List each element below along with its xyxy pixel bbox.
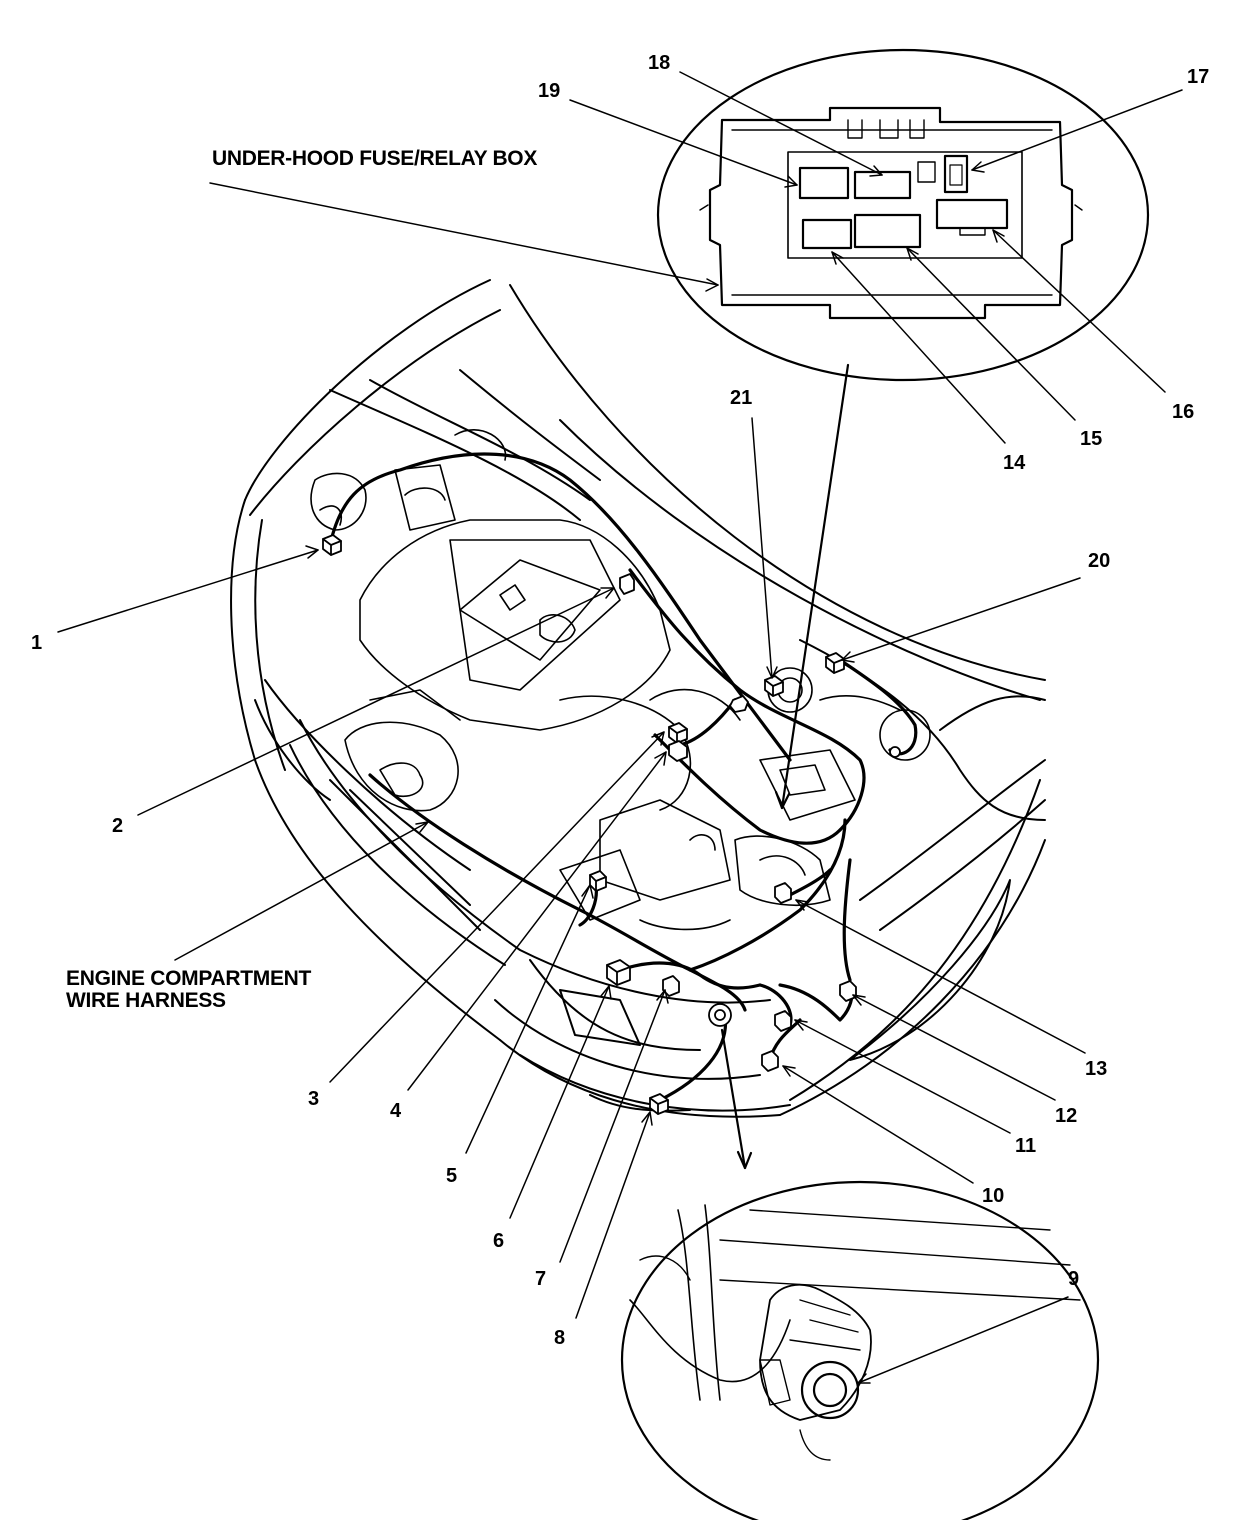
callout-13: 13 xyxy=(1085,1058,1108,1080)
callout-11: 11 xyxy=(1015,1135,1037,1157)
callout-3: 3 xyxy=(308,1088,320,1110)
callout-20: 20 xyxy=(1088,550,1111,572)
callout-14: 14 xyxy=(1003,452,1026,474)
callout-9: 9 xyxy=(1068,1268,1080,1290)
fuse-box-inset xyxy=(658,50,1148,380)
callout-18: 18 xyxy=(648,52,671,74)
wire-harness xyxy=(330,454,916,1100)
fuse-box-label: UNDER-HOOD FUSE/RELAY BOX xyxy=(212,147,538,170)
callout-6: 6 xyxy=(493,1230,505,1252)
callout-7: 7 xyxy=(535,1268,547,1290)
callout-17: 17 xyxy=(1187,66,1210,88)
callout-16: 16 xyxy=(1172,401,1195,423)
callout-8: 8 xyxy=(554,1327,566,1349)
callout-2: 2 xyxy=(112,815,124,837)
callout-12: 12 xyxy=(1055,1105,1078,1127)
callout-4: 4 xyxy=(390,1100,402,1122)
callout-21: 21 xyxy=(730,387,753,409)
callout-10: 10 xyxy=(982,1185,1005,1207)
connector-detail-inset xyxy=(622,1182,1098,1520)
callout-15: 15 xyxy=(1080,428,1103,450)
callout-19: 19 xyxy=(538,80,561,102)
leader-lines xyxy=(58,72,1182,1383)
connectors xyxy=(323,535,900,1114)
wire-harness-label-line2: WIRE HARNESS xyxy=(66,989,226,1012)
vehicle-body xyxy=(231,280,1045,1117)
callout-1: 1 xyxy=(31,632,43,654)
wire-harness-label-line1: ENGINE COMPARTMENT xyxy=(66,967,312,990)
callout-5: 5 xyxy=(446,1165,458,1187)
